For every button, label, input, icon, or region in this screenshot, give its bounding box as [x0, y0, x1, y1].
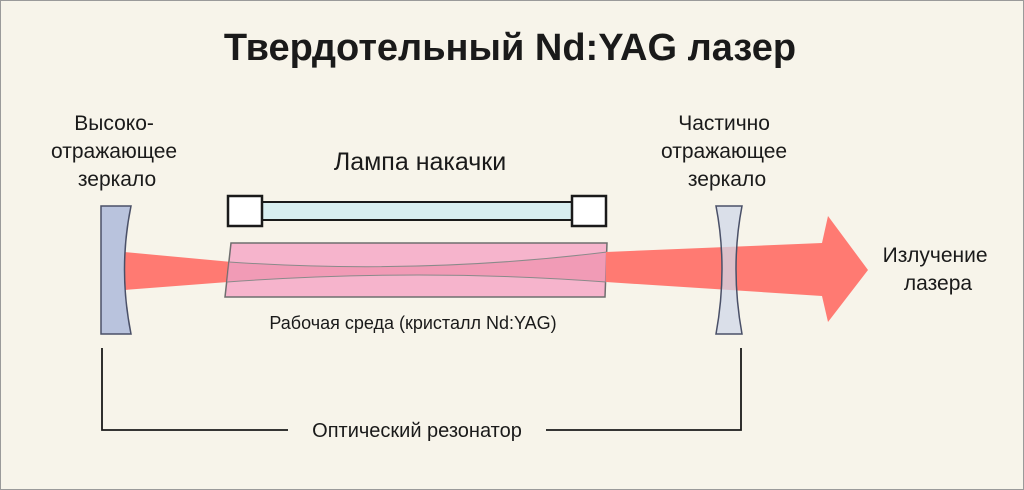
laser-output-beam: [606, 216, 868, 322]
pump-lamp-left-electrode: [226, 194, 264, 228]
pr-mirror: [715, 205, 743, 335]
resonator-label: Оптический резонатор: [312, 420, 522, 442]
resonator-bracket-right: [546, 348, 742, 431]
hr-mirror-label: Высоко- отражающее зеркало: [51, 112, 183, 191]
pump-lamp-tube: [261, 201, 573, 221]
pump-lamp-right-electrode: [570, 194, 608, 228]
pr-mirror-label-line-2: отражающее: [661, 140, 787, 163]
beam-in-crystal: [227, 252, 607, 282]
laser-output-label-line-2: лазера: [904, 272, 972, 295]
resonator-bracket-left: [101, 348, 288, 431]
diagram-title: Твердотельный Nd:YAG лазер: [224, 27, 796, 69]
pump-lamp: [226, 194, 608, 228]
laser-output-label: Излучение лазера: [883, 244, 994, 295]
hr-mirror: [100, 205, 132, 335]
hr-mirror-label-line-2: отражающее: [51, 140, 177, 163]
pump-lamp-label: Лампа накачки: [334, 148, 506, 176]
pr-mirror-label: Частично отражающее зеркало: [661, 112, 793, 191]
hr-mirror-label-line-3: зеркало: [78, 168, 156, 191]
gain-medium-crystal: [224, 242, 608, 298]
laser-output-label-line-1: Излучение: [883, 244, 988, 267]
pr-mirror-label-line-1: Частично: [678, 112, 770, 135]
beam-in-crystal-lower-edge: [226, 274, 607, 283]
beam-in-crystal-upper-edge: [228, 251, 608, 268]
beam-left-segment: [124, 252, 232, 290]
hr-mirror-label-line-1: Высоко-: [74, 112, 154, 135]
pr-mirror-label-line-3: зеркало: [688, 168, 766, 191]
gain-medium-label: Рабочая среда (кристалл Nd:YAG): [269, 313, 556, 333]
